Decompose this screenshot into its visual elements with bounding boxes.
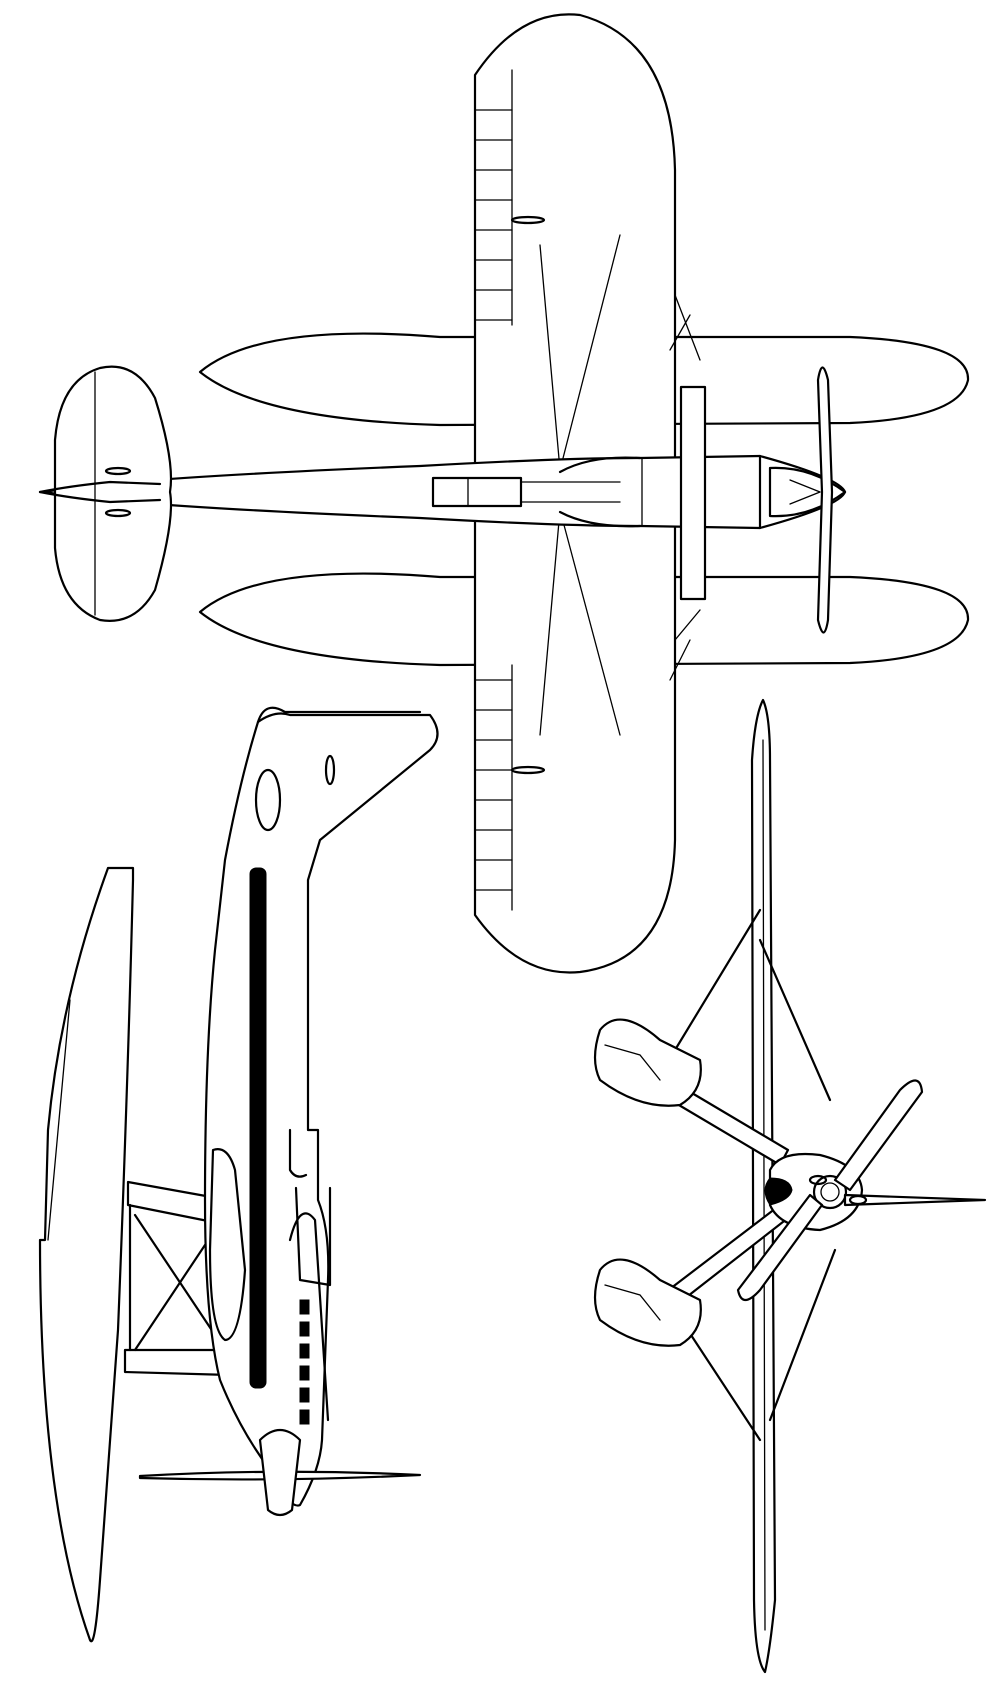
- horizontal-tailplane: [53, 365, 173, 622]
- spinner-side: [258, 1428, 302, 1517]
- left-float-front: [593, 1018, 702, 1107]
- tail-hinge: [324, 754, 336, 786]
- cockpit-fairing: [294, 1186, 332, 1287]
- float-struts: [123, 1180, 232, 1377]
- right-float-front: [593, 1258, 702, 1347]
- propeller-plan: [816, 366, 834, 634]
- fuselage-side: [203, 712, 439, 1507]
- wing-root-fairing: [558, 456, 642, 474]
- aileron-hinge: [510, 765, 546, 775]
- tail-hinge: [104, 466, 132, 476]
- rudder-plan: [38, 480, 162, 494]
- cockpit-opening: [431, 476, 523, 508]
- rudder-hinge-fairing: [254, 768, 282, 832]
- tail-hinge: [104, 508, 132, 518]
- bracing-wires: [539, 234, 701, 736]
- wing-ailerons: [474, 69, 513, 911]
- wing-root-fairing: [558, 510, 642, 528]
- nose-shadow: [764, 1177, 793, 1206]
- front-view: [593, 698, 987, 1674]
- engine-cowl-side: [288, 1212, 330, 1422]
- vertical-fin: [256, 706, 422, 724]
- spinner: [768, 466, 847, 518]
- float-spreader-bar: [679, 385, 707, 601]
- exhaust-stacks: [299, 1299, 310, 1425]
- propeller-front: [833, 1079, 924, 1192]
- float-side: [38, 866, 135, 1643]
- wing-side: [208, 1148, 247, 1342]
- side-view: [38, 706, 439, 1643]
- top-view: [38, 13, 970, 974]
- aileron-hinge: [510, 215, 546, 225]
- surface-radiator: [249, 867, 267, 1389]
